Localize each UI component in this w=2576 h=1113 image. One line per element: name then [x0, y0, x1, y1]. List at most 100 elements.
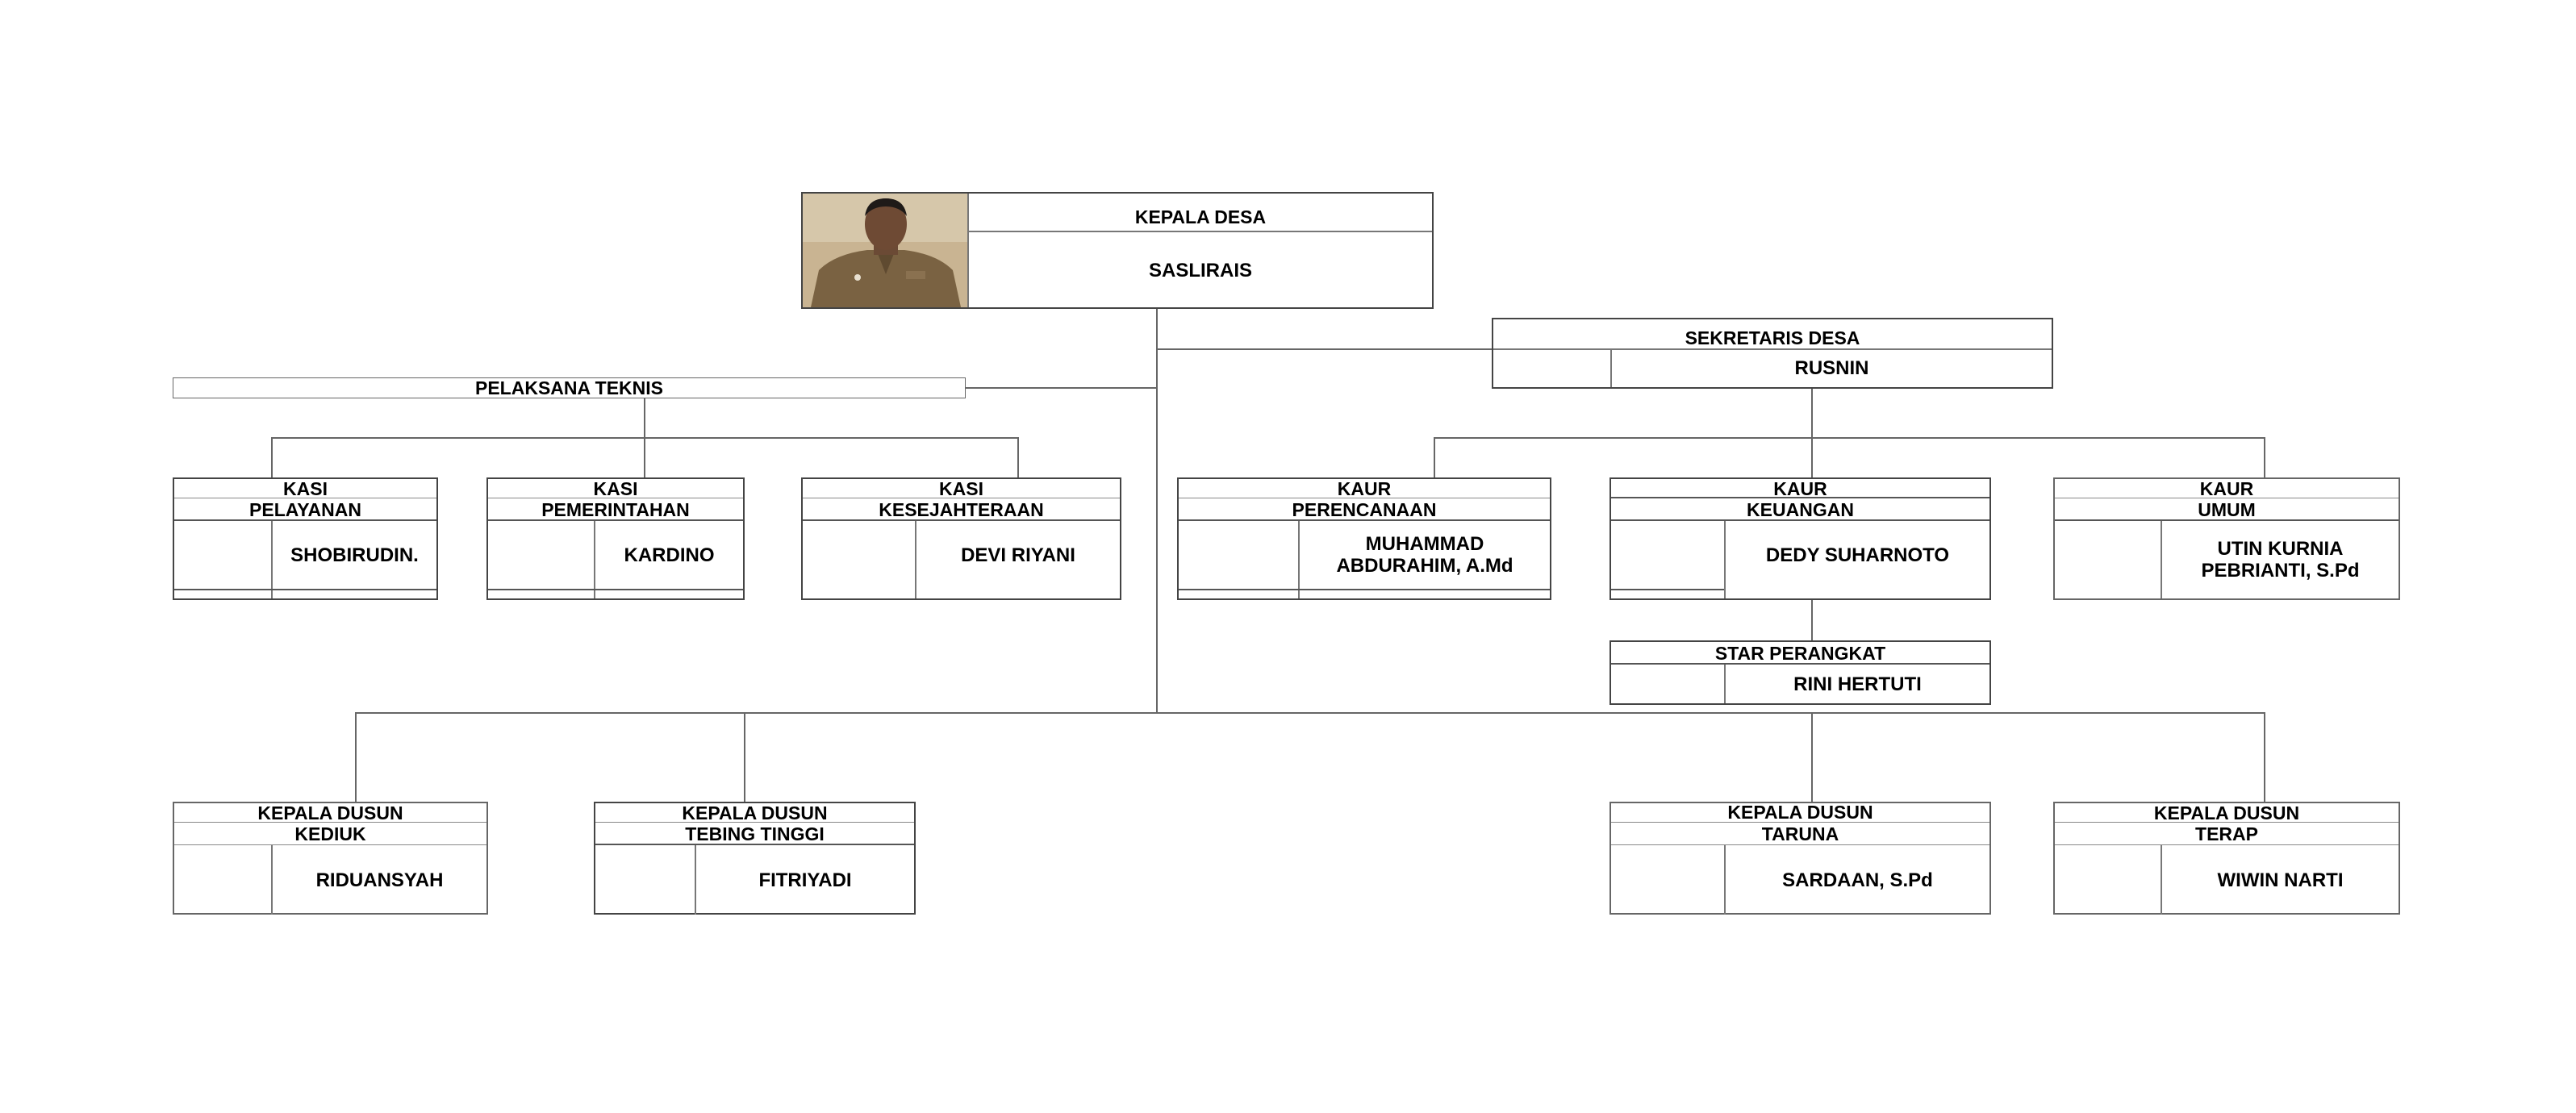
kasi-bottom-row	[488, 589, 743, 590]
kaur-row-2	[1179, 498, 1550, 521]
person-photo-icon	[803, 194, 969, 307]
technical-title: PELAKSANA TEKNIS	[475, 377, 663, 398]
dusun-drop-4	[2264, 712, 2265, 802]
kaur-line1: KAUR	[1337, 477, 1392, 499]
kaur-name: MUHAMMAD ABDURAHIM, A.Md	[1336, 533, 1513, 577]
dusun-name: FITRIYADI	[758, 869, 852, 891]
kasi-line2: KESEJAHTERAAN	[879, 498, 1044, 520]
kasi-name: SHOBIRUDIN.	[290, 544, 419, 566]
dusun-name: WIWIN NARTI	[2217, 869, 2344, 891]
kasi-bottom-row	[174, 589, 436, 590]
dusun-name: RIDUANSYAH	[315, 869, 444, 891]
kaur-box-keuangan: KAUR KEUANGAN DEDY SUHARNOTO	[1609, 477, 1991, 600]
dusun-line2: TARUNA	[1761, 823, 1839, 844]
staff-name: RINI HERTUTI	[1793, 673, 1922, 695]
kasi-row-1	[488, 479, 743, 498]
kaur-divider	[1298, 521, 1300, 598]
kasi-divider	[594, 521, 595, 598]
staff-box: STAR PERANGKAT RINI HERTUTI	[1609, 640, 1991, 705]
kaur-row-1	[1611, 479, 1989, 498]
dusun-box-terap: KEPALA DUSUN TERAP WIWIN NARTI	[2053, 802, 2400, 915]
secretary-drop	[1811, 389, 1813, 437]
dusun-row-1	[174, 803, 486, 823]
dusun-row-1	[595, 803, 914, 823]
dusun-drop-1	[355, 712, 357, 802]
dusun-line1: KEPALA DUSUN	[682, 802, 828, 823]
dusun-line1: KEPALA DUSUN	[257, 802, 403, 823]
kasi-name: KARDINO	[624, 544, 715, 566]
kasi-line1: KASI	[939, 477, 983, 499]
kaur-bus	[1434, 437, 2264, 439]
dusun-line2: TERAP	[2195, 823, 2258, 844]
dusun-row-1	[1611, 803, 1989, 823]
head-title: KEPALA DESA	[1134, 206, 1267, 227]
kaur-line2: KEUANGAN	[1747, 498, 1854, 520]
dusun-line2: TEBING TINGGI	[685, 823, 825, 844]
dusun-row-2	[2055, 823, 2399, 845]
secretary-divider	[1610, 350, 1612, 387]
kaur-drop-1	[1434, 437, 1435, 477]
dusun-drop-2	[744, 712, 745, 802]
dusun-bus	[355, 712, 2264, 714]
secretary-connector	[1156, 348, 1492, 350]
dusun-row-2	[174, 823, 486, 845]
head-box: KEPALA DESA SASLIRAIS	[801, 192, 1434, 309]
kaur-row-1	[1179, 479, 1550, 498]
kaur-bottom-row	[1611, 589, 1724, 590]
kaur-line2: UMUM	[2198, 498, 2256, 520]
kasi-line2: PELAYANAN	[249, 498, 361, 520]
kasi-line2: PEMERINTAHAN	[541, 498, 690, 520]
dusun-divider	[695, 845, 696, 915]
head-photo	[803, 194, 969, 307]
kasi-box-pemerintahan: KASI PEMERINTAHAN KARDINO	[486, 477, 745, 600]
kasi-line1: KASI	[593, 477, 638, 499]
kaur-name: DEDY SUHARNOTO	[1765, 544, 1950, 566]
dusun-line2: KEDIUK	[294, 823, 366, 844]
trunk-line	[1156, 308, 1158, 713]
kasi-drop-2	[644, 437, 645, 477]
kasi-row-2	[803, 498, 1120, 521]
kaur-divider	[2161, 521, 2162, 598]
dusun-row-2	[1611, 823, 1989, 845]
dusun-box-tebing-tinggi: KEPALA DUSUN TEBING TINGGI FITRIYADI	[594, 802, 916, 915]
staff-connector	[1811, 599, 1813, 640]
dusun-divider	[2161, 845, 2162, 915]
dusun-box-kediuk: KEPALA DUSUN KEDIUK RIDUANSYAH	[173, 802, 488, 915]
dusun-row-2	[595, 823, 914, 845]
head-title-row	[969, 194, 1432, 232]
dusun-divider	[271, 845, 273, 915]
kaur-line2: PERENCANAAN	[1292, 498, 1437, 520]
kasi-row-1	[803, 479, 1120, 498]
kaur-bottom-row	[1179, 589, 1550, 590]
kasi-drop-1	[271, 437, 273, 477]
kasi-box-pelayanan: KASI PELAYANAN SHOBIRUDIN.	[173, 477, 438, 600]
dusun-box-taruna: KEPALA DUSUN TARUNA SARDAAN, S.Pd	[1609, 802, 1991, 915]
kasi-divider	[915, 521, 916, 598]
kaur-line1: KAUR	[1773, 477, 1827, 499]
kaur-row-1	[2055, 479, 2399, 498]
kaur-row-2	[2055, 498, 2399, 521]
kaur-name: UTIN KURNIA PEBRIANTI, S.Pd	[2201, 538, 2360, 582]
kasi-divider	[271, 521, 273, 598]
kasi-name: DEVI RIYANI	[961, 544, 1075, 566]
secretary-box: SEKRETARIS DESA RUSNIN	[1492, 318, 2053, 389]
technical-box: PELAKSANA TEKNIS	[173, 377, 966, 398]
dusun-line1: KEPALA DUSUN	[2153, 802, 2300, 823]
head-divider	[967, 194, 969, 307]
secretary-title: SEKRETARIS DESA	[1685, 327, 1860, 348]
staff-title: STAR PERANGKAT	[1714, 642, 1886, 664]
kasi-row-2	[488, 498, 743, 521]
dusun-line1: KEPALA DUSUN	[1727, 801, 1873, 823]
dusun-name: SARDAAN, S.Pd	[1782, 869, 1933, 891]
kasi-row-1	[174, 479, 436, 498]
dusun-row-1	[2055, 803, 2399, 823]
head-name: SASLIRAIS	[1148, 260, 1252, 281]
kasi-line1: KASI	[283, 477, 328, 499]
dusun-drop-3	[1811, 712, 1813, 802]
secretary-title-row	[1493, 319, 2052, 350]
staff-divider	[1724, 665, 1726, 703]
staff-title-row	[1611, 642, 1989, 665]
kasi-box-kesejahteraan: KASI KESEJAHTERAAN DEVI RIYANI	[801, 477, 1121, 600]
secretary-name: RUSNIN	[1794, 356, 1869, 379]
dusun-divider	[1724, 845, 1726, 915]
